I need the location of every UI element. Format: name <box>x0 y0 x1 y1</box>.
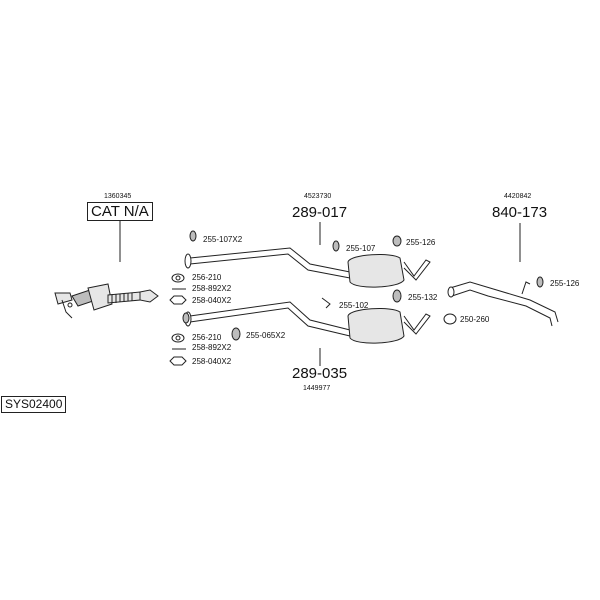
part-label: 258-892X2 <box>192 343 232 352</box>
part-label: 255-126 <box>550 279 580 288</box>
part-label: 255-126 <box>406 238 436 247</box>
lower-pipe-code: 289-035 <box>292 365 348 382</box>
front-pipe-ref: 4523730 <box>304 193 332 200</box>
part-label: 255-107 <box>346 244 376 253</box>
system-code: SYS02400 <box>1 396 67 414</box>
part-label: 258-892X2 <box>192 284 232 293</box>
part-label: 250-260 <box>460 315 490 324</box>
part-label: 256-210 <box>192 333 222 342</box>
part-label: 256-210 <box>192 273 222 282</box>
catalyst-drawing <box>54 283 159 319</box>
catalyst-ref: 1360345 <box>104 193 132 200</box>
part-label: 255-107X2 <box>203 235 243 244</box>
hardware-parts <box>169 230 544 366</box>
lower-pipe-drawing <box>184 301 431 344</box>
front-pipe-drawing <box>184 247 431 288</box>
part-label: 258-040X2 <box>192 357 232 366</box>
part-label: 255-065X2 <box>246 331 286 340</box>
catalyst-code: CAT N/A <box>87 202 153 221</box>
lower-pipe-ref: 1449977 <box>303 385 331 392</box>
part-label: 255-102 <box>339 301 369 310</box>
rear-pipe-drawing <box>447 281 559 327</box>
part-label: 258-040X2 <box>192 296 232 305</box>
rear-pipe-code: 840-173 <box>492 204 548 221</box>
front-pipe-code: 289-017 <box>292 204 348 221</box>
rear-pipe-ref: 4420842 <box>504 193 532 200</box>
part-label: 255-132 <box>408 293 438 302</box>
